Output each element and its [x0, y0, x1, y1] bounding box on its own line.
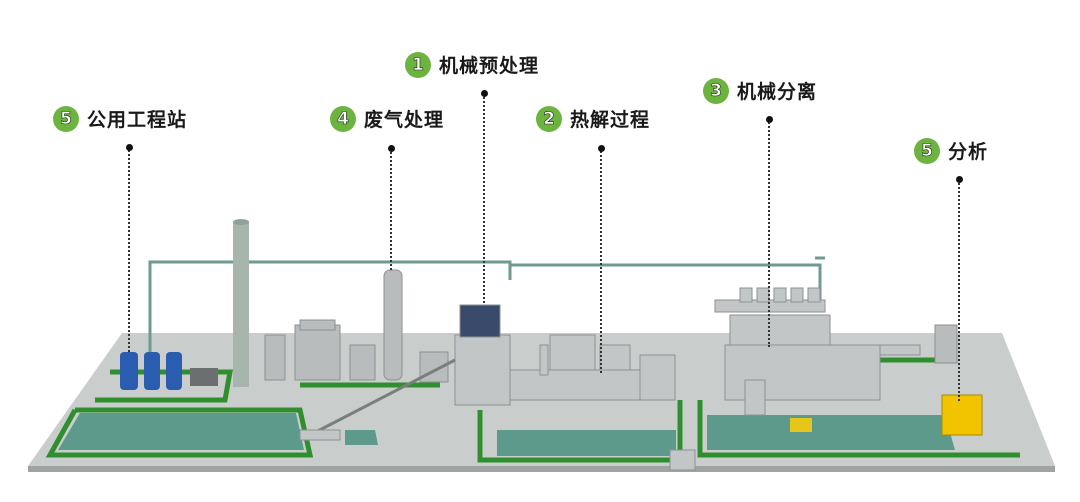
forklift [790, 418, 812, 432]
leader-dot-4 [388, 145, 395, 152]
label-exhaust-treatment: 4 废气处理 [330, 105, 444, 132]
leader-dot-5b [956, 176, 963, 183]
leader-dot-1 [481, 90, 488, 97]
pretreatment-unit [299, 304, 511, 441]
leader-dot-2 [598, 145, 605, 152]
step-badge: 1 [405, 51, 431, 78]
label-mechanical-pretreatment: 1 机械预处理 [405, 51, 539, 78]
step-badge: 5 [914, 137, 940, 164]
label-pyrolysis: 2 热解过程 [536, 105, 650, 132]
leader-line-3 [768, 119, 770, 347]
label-utility-station: 5 公用工程站 [53, 105, 187, 132]
leader-line-2 [600, 148, 602, 373]
label-text: 机械分离 [737, 81, 818, 103]
analysis-box [934, 324, 958, 364]
leader-dot-5a [126, 144, 133, 151]
label-text: 分析 [948, 141, 989, 163]
chimney [233, 222, 249, 387]
green-walkways [45, 357, 1020, 463]
label-mechanical-separation: 3 机械分离 [703, 77, 817, 104]
leader-line-4 [390, 148, 392, 270]
label-text: 机械预处理 [439, 55, 540, 77]
step-badge: 4 [330, 105, 356, 132]
utility-tanks [120, 352, 218, 390]
leader-line-5b [958, 179, 960, 401]
label-text: 公用工程站 [87, 109, 188, 131]
label-text: 废气处理 [364, 109, 445, 131]
gas-treatment [264, 269, 449, 383]
floor-edge [28, 466, 1055, 472]
leader-line-1 [483, 93, 485, 303]
pool-small [345, 430, 378, 445]
analysis-cabinet [941, 394, 983, 436]
separation-unit [714, 287, 921, 416]
label-text: 热解过程 [570, 109, 651, 131]
step-badge: 3 [703, 77, 729, 104]
leader-dot-3 [766, 116, 773, 123]
pool-right [707, 415, 955, 450]
leader-line-5a [128, 147, 130, 352]
step-badge: 2 [536, 105, 562, 132]
pool-center [497, 430, 676, 456]
label-analysis: 5 分析 [914, 137, 988, 164]
step-badge: 5 [53, 105, 79, 132]
pyrolysis-unit [509, 334, 696, 471]
pool-left [58, 413, 304, 450]
